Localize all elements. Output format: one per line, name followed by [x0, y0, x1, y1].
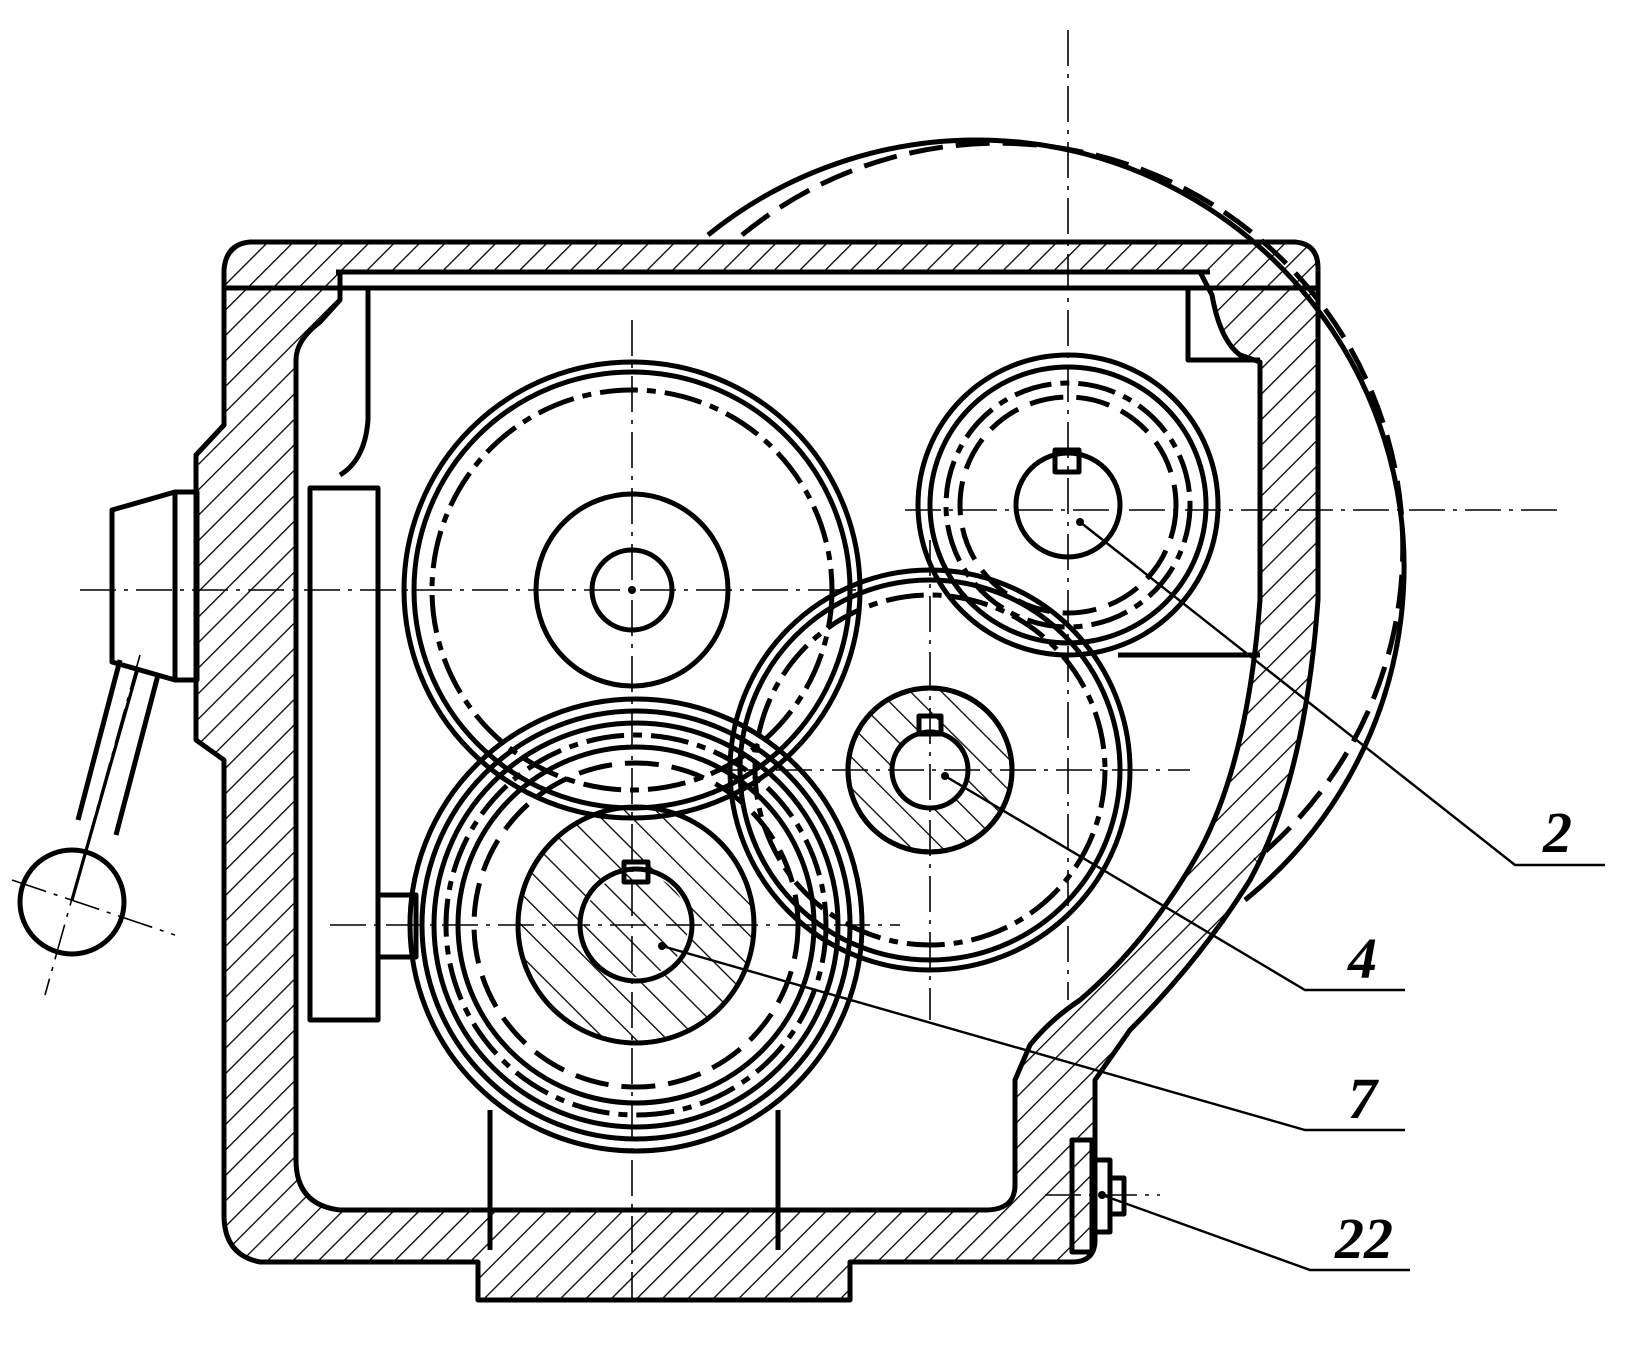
bottom-boss — [487, 1110, 781, 1250]
callout-7: 7 — [661, 944, 1405, 1132]
drain-plug — [1069, 1137, 1127, 1255]
callout-4: 4 — [944, 774, 1405, 992]
housing-wall — [193, 239, 1321, 1303]
callout-2: 2 — [1079, 521, 1605, 867]
callout-label-4: 4 — [1347, 926, 1377, 991]
side-cover-plate — [293, 485, 419, 1023]
shift-lever — [17, 489, 200, 957]
inner-rib-right — [1185, 288, 1260, 363]
callout-label-22: 22 — [1334, 1206, 1393, 1271]
callout-label-7: 7 — [1348, 1066, 1379, 1131]
inner-rib-left — [338, 288, 371, 478]
callout-22: 22 — [1101, 1193, 1410, 1272]
centre-lines — [11, 30, 1560, 1300]
callout-label-2: 2 — [1542, 800, 1572, 865]
